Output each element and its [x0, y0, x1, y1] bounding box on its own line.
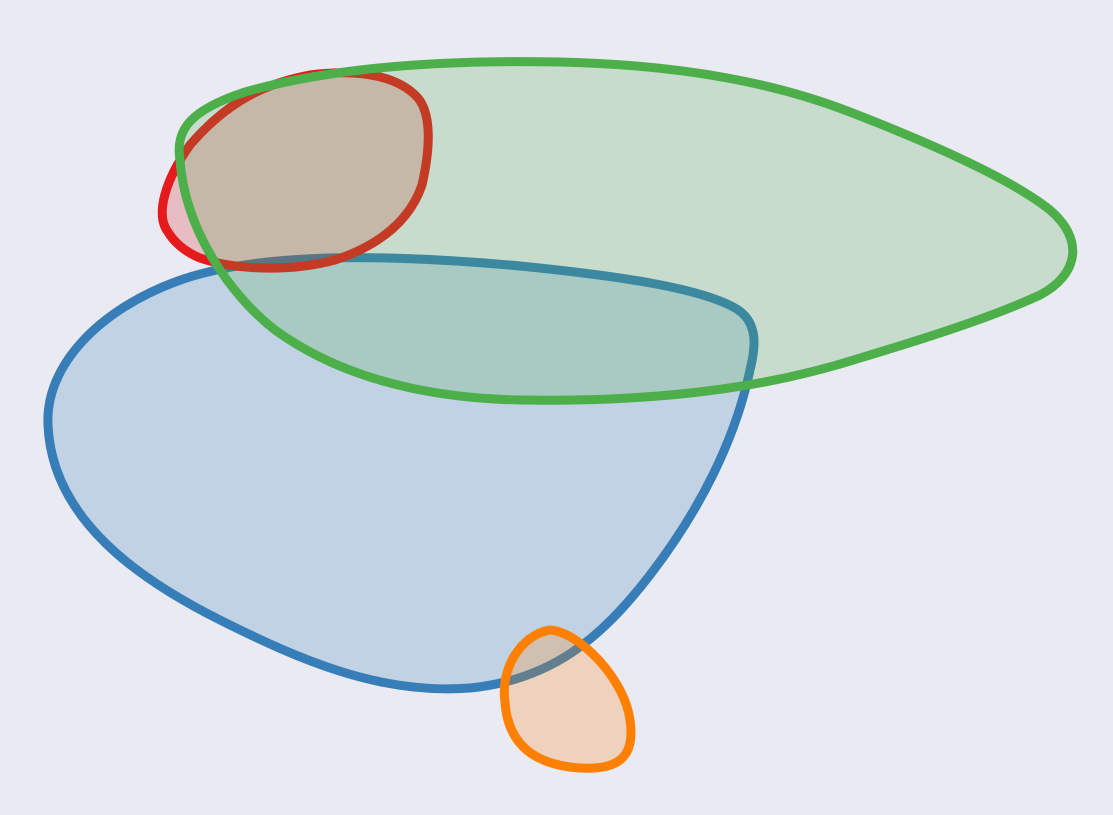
green-region	[174, 57, 1078, 405]
orange-region	[499, 625, 636, 773]
blue-region	[43, 253, 759, 694]
red-region	[157, 68, 433, 273]
